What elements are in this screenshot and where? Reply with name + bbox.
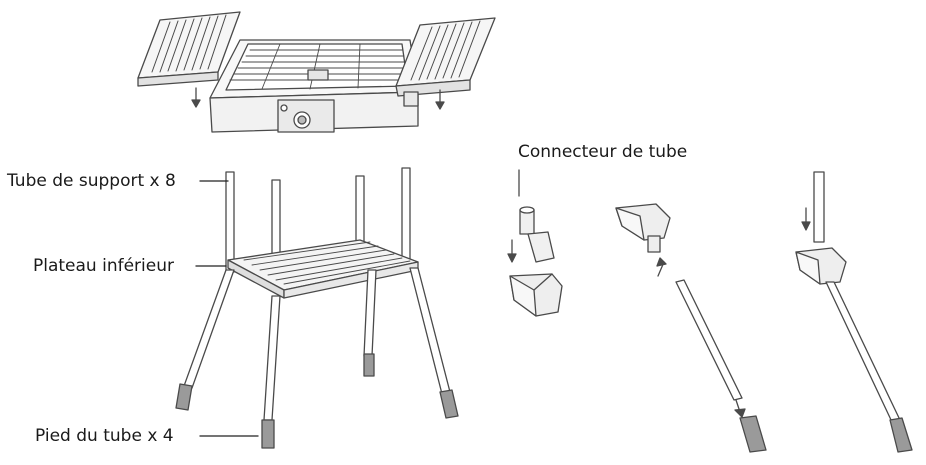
- left-side-shelf: [137, 11, 241, 87]
- tube-connector-piece: [519, 206, 555, 263]
- lower-tray: [227, 239, 419, 299]
- label-tube-connector: Connecteur de tube: [518, 142, 688, 162]
- tube-foot: [889, 417, 913, 453]
- arrow-down-icon: [435, 89, 445, 110]
- tube-foot: [739, 415, 767, 453]
- arrow-down-icon: [801, 207, 811, 231]
- tube-feet: [175, 353, 459, 449]
- arrow-up-icon: [656, 257, 667, 277]
- grill-body: [209, 39, 419, 133]
- leg-bracket: [615, 203, 671, 253]
- support-tube: [675, 279, 743, 401]
- leg-bracket: [795, 247, 847, 285]
- label-lower-tray: Plateau inférieur: [33, 256, 174, 276]
- support-tube: [825, 281, 901, 423]
- support-tube: [813, 171, 825, 243]
- grill-unit: [137, 11, 496, 133]
- stand-assembly: [175, 167, 459, 449]
- arrow-down-icon: [734, 399, 746, 418]
- leg-assembly-step-2: [795, 171, 913, 453]
- label-tube-foot: Pied du tube x 4: [35, 426, 174, 446]
- label-support-tube: Tube de support x 8: [7, 171, 176, 191]
- arrow-down-icon: [191, 87, 201, 108]
- right-side-shelf: [395, 17, 496, 107]
- leg-assembly-step-1: [615, 203, 767, 453]
- arrow-down-icon: [507, 239, 517, 263]
- connector-bracket: [509, 273, 563, 317]
- connector-detail: [507, 169, 563, 317]
